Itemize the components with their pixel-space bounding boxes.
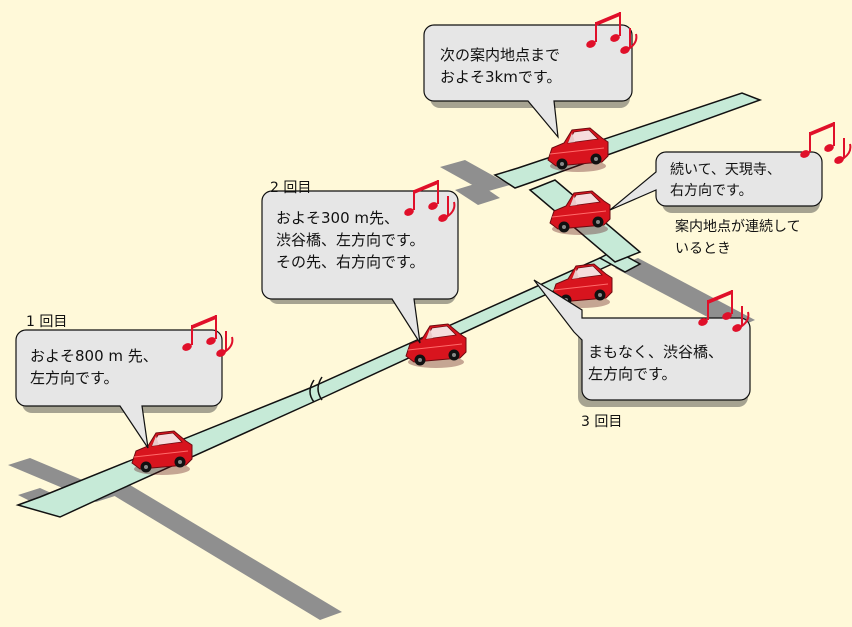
label-second: 2 回目	[270, 180, 312, 196]
bubble-next	[423, 24, 633, 139]
bubble-consecutive	[609, 151, 823, 211]
road-cross-left-b	[108, 485, 342, 620]
bubble-first-text: およそ800 m 先、 左方向です。	[30, 347, 158, 387]
speech-bubbles	[15, 24, 823, 449]
label-consecutive: 案内地点が連続して いるとき	[675, 219, 801, 257]
bubble-second	[261, 190, 459, 344]
bubble-third	[533, 279, 751, 401]
bubble-next-text: 次の案内地点まで およそ3kmです。	[440, 46, 562, 86]
label-first: 1 回目	[26, 314, 68, 330]
route	[15, 92, 763, 518]
bubble-second-text: およそ300 m先、 渋谷橋、左方向です。 その先、右方向です。	[276, 209, 425, 271]
road-upper-left	[440, 160, 510, 192]
bubble-first	[15, 329, 223, 449]
bubble-consecutive-text: 続いて、天現寺、 右方向です。	[670, 162, 781, 199]
label-third: 3 回目	[581, 414, 623, 430]
road-right-branch	[615, 258, 755, 330]
bubble-third-text: まもなく、渋谷橋、 左方向です。	[588, 343, 724, 383]
road-upper-left-b	[455, 183, 500, 205]
route-break	[309, 376, 323, 403]
